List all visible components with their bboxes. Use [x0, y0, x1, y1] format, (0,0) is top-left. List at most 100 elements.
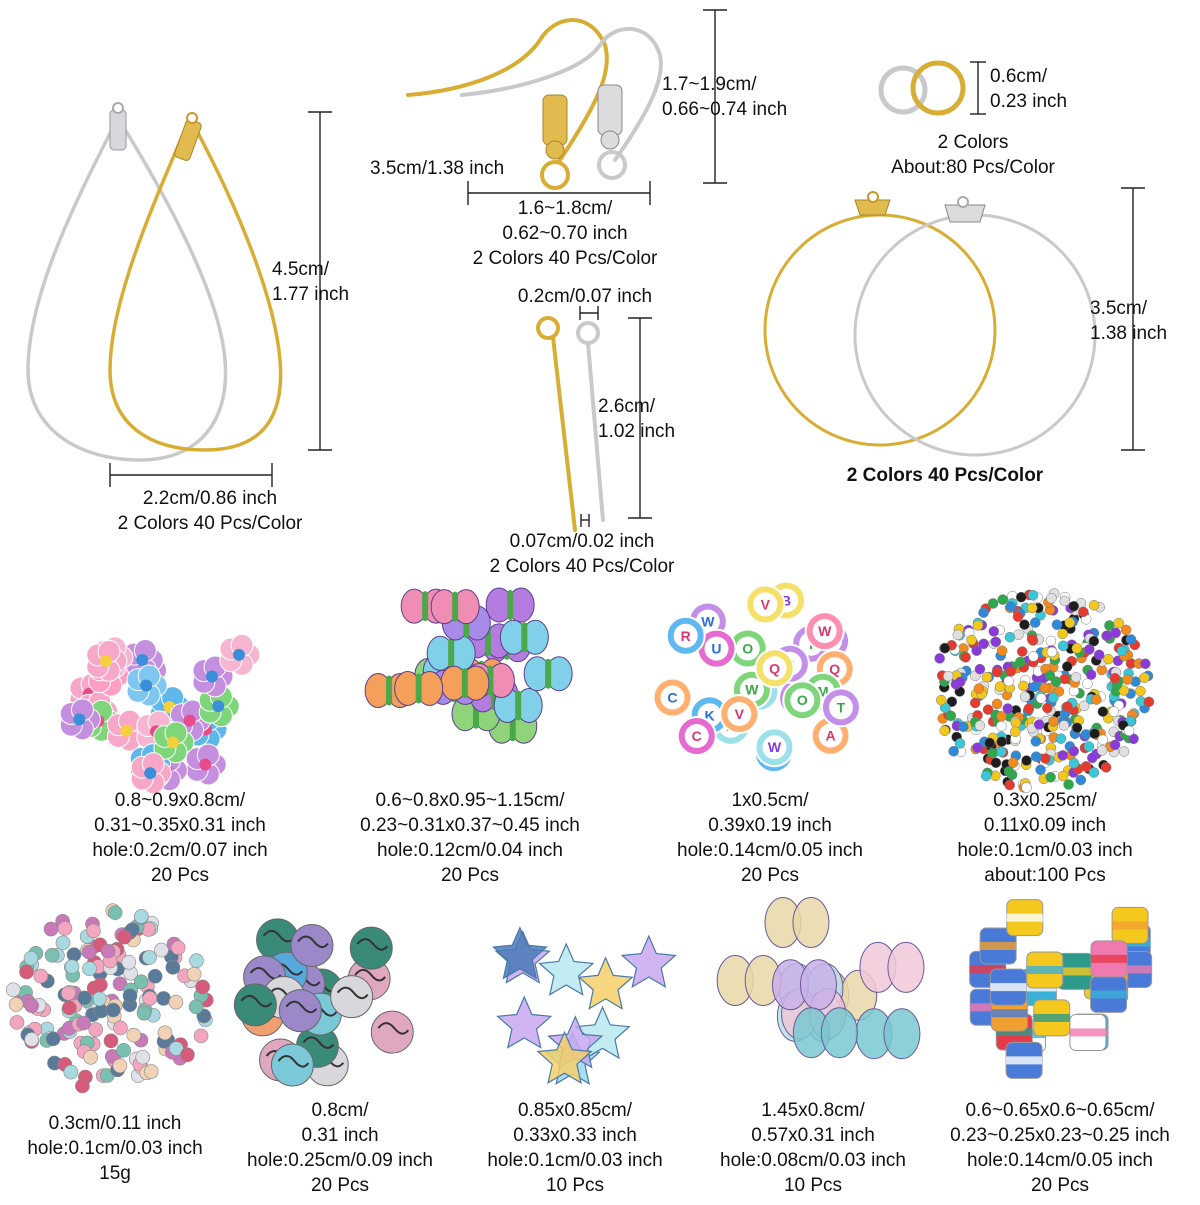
letter-bead-glyph: W	[701, 614, 715, 630]
butterfly-bead-body	[452, 591, 459, 622]
pearl-bead	[23, 950, 39, 966]
letter-bead-face	[735, 636, 760, 661]
pearl-bead	[142, 991, 158, 1006]
seed-bead	[1021, 755, 1032, 766]
seed-bead	[1081, 761, 1092, 773]
pearl-bead	[189, 953, 204, 968]
star-bead	[491, 926, 548, 980]
hoop-dimension-lines	[1121, 187, 1145, 451]
seed-bead	[942, 670, 954, 682]
seed-bead	[971, 645, 982, 656]
marble-bead-label: 0.8cm/ 0.31 inch hole:0.25cm/0.09 inch 2…	[225, 1098, 455, 1198]
cube-bead-label: 0.6~0.65x0.6~0.65cm/ 0.23~0.25x0.23~0.25…	[930, 1098, 1190, 1198]
star-bead-line: 0.33x0.33 inch	[513, 1125, 637, 1146]
letter-bead-face	[727, 702, 752, 727]
flower-bead-center	[140, 679, 153, 692]
seed-bead	[988, 626, 1000, 637]
seed-bead-line: about:100 Pcs	[984, 865, 1106, 886]
pearl-bead	[44, 947, 60, 963]
butterfly-bead-body	[415, 673, 422, 704]
marble-bead	[270, 1043, 314, 1087]
letter-bead-face	[753, 592, 778, 617]
seed-bead	[935, 694, 947, 706]
pearl-bead	[105, 1002, 121, 1018]
letter-bead-glyph: C	[692, 728, 702, 744]
pearl-bead	[76, 1015, 91, 1031]
pearl-bead	[113, 1020, 128, 1036]
seed-bead	[1125, 634, 1137, 645]
cube-bead-line: 0.6~0.65x0.6~0.65cm/	[965, 1100, 1155, 1121]
seed-bead	[1010, 726, 1021, 737]
pearl-bead	[143, 1064, 159, 1079]
seed-bead	[1071, 643, 1083, 654]
seed-bead	[1012, 611, 1024, 622]
seed-bead	[987, 747, 998, 759]
seed-bead	[954, 676, 966, 688]
seed-bead	[1083, 741, 1095, 752]
seed-bead	[1030, 736, 1042, 747]
eye-pin-loop-label: 0.2cm/0.07 inch	[517, 286, 653, 307]
seed-bead	[1035, 764, 1046, 776]
seed-bead	[1016, 646, 1028, 657]
letter-bead-glyph: O	[797, 692, 808, 708]
eye-pin-length-label: 2.6cm/ 1.02 inch	[598, 394, 675, 444]
seed-bead	[990, 636, 1002, 648]
glass-butterfly-bead-line: hole:0.08cm/0.03 inch	[720, 1150, 906, 1171]
letter-bead-glyph: Q	[829, 661, 840, 677]
seed-bead	[1123, 725, 1135, 737]
pearl-bead	[193, 1028, 209, 1044]
butterfly-bead-line: 0.6~0.8x0.95~1.15cm/	[375, 790, 565, 811]
seed-bead	[1096, 745, 1108, 756]
marble-bead-swirl	[377, 1022, 410, 1035]
seed-bead	[1039, 682, 1051, 694]
eye-pin-dimension-lines	[579, 306, 652, 527]
seed-bead	[996, 746, 1007, 758]
seed-bead	[1068, 745, 1079, 757]
pearl-bead-line: hole:0.1cm/0.03 inch	[27, 1138, 203, 1159]
letter-bead-line: 0.39x0.19 inch	[708, 815, 832, 836]
letter-bead-glyph: M	[817, 684, 829, 700]
marble-bead	[290, 924, 334, 968]
pearl-bead	[8, 997, 24, 1012]
seed-bead	[1018, 680, 1029, 692]
glass-butterfly-bead-line: 0.57x0.31 inch	[751, 1125, 875, 1146]
letter-bead-glyph: V	[735, 706, 745, 722]
marble-bead-line: 0.31 inch	[301, 1125, 379, 1146]
marble-bead	[330, 975, 374, 1019]
flower-bead-line: 0.8~0.9x0.8cm/	[114, 790, 246, 811]
seed-bead	[1116, 645, 1128, 657]
pearl-bead	[122, 988, 138, 1004]
letter-bead-glyph: W	[768, 739, 782, 755]
eye-pin-length-line-1: 2.6cm/	[598, 396, 656, 417]
pearl-bead	[117, 929, 132, 945]
letter-bead-glyph: B	[781, 592, 791, 608]
cube-bead-stripe	[1026, 966, 1063, 975]
seed-bead	[1045, 635, 1057, 647]
seed-bead	[1139, 672, 1150, 683]
seed-bead	[946, 696, 958, 707]
cube-bead-stripe	[990, 983, 1027, 992]
cube-bead-stripe	[1057, 967, 1094, 976]
seed-bead	[996, 720, 1007, 732]
pearl-bead	[126, 1027, 142, 1043]
letter-bead-glyph: O	[742, 641, 753, 657]
letter-bead-glyph: A	[825, 728, 835, 744]
pearl-bead	[81, 944, 97, 960]
flower-bead-line: hole:0.2cm/0.07 inch	[92, 840, 268, 861]
pearl-bead	[136, 1005, 152, 1021]
pearl-bead	[9, 1015, 25, 1030]
marble-bead-swirl	[297, 935, 329, 949]
seed-bead	[966, 634, 977, 646]
pearl-bead	[82, 961, 97, 977]
seed-bead	[1108, 706, 1120, 717]
round-hoops	[763, 191, 1097, 457]
star-bead-line: 10 Pcs	[545, 1175, 605, 1196]
pearl-bead	[83, 1049, 98, 1065]
cube-bead-stripe	[980, 941, 1017, 950]
letter-bead-line: 1x0.5cm/	[731, 790, 809, 811]
jump-ring-qty-line-1: 2 Colors	[937, 132, 1009, 153]
pearl-bead	[5, 982, 21, 998]
letter-bead-face	[828, 695, 853, 720]
seed-bead	[1084, 644, 1095, 655]
pearl-bead	[64, 959, 80, 974]
